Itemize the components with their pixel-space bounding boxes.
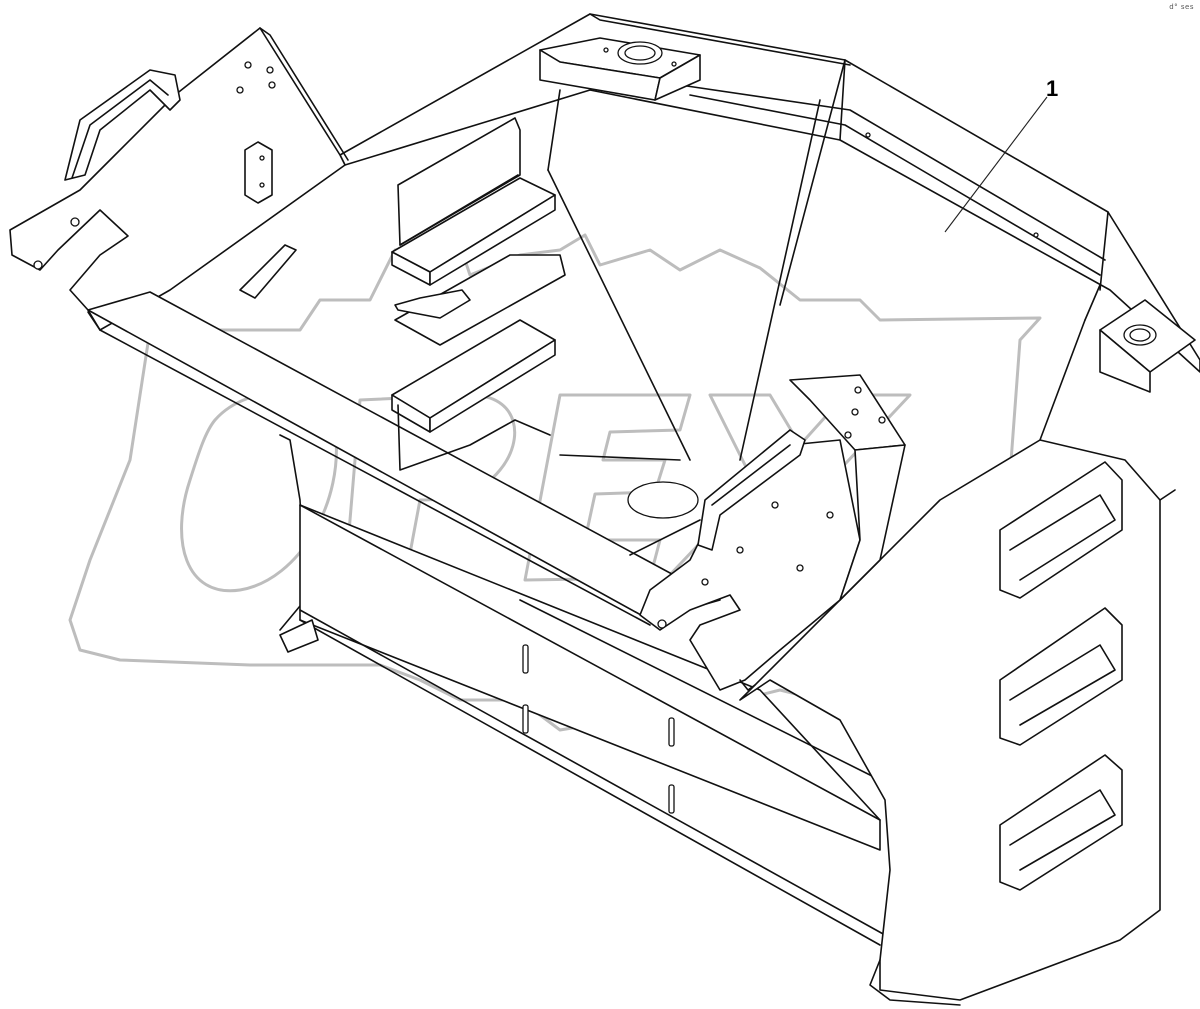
right-step-3 bbox=[999, 754, 1123, 891]
front-lower-beam bbox=[299, 504, 881, 851]
floor-plates bbox=[87, 291, 886, 946]
callout-1: 1 bbox=[944, 76, 1058, 233]
right-side-wall bbox=[739, 439, 1176, 1006]
corner-mark: d° ses bbox=[1169, 3, 1194, 11]
top-mounting-block bbox=[539, 37, 701, 101]
left-wall-plate bbox=[9, 27, 346, 331]
left-wall bbox=[9, 27, 349, 331]
left-handle bbox=[64, 69, 181, 181]
rear-frame bbox=[339, 13, 1200, 461]
front-beam-slots bbox=[522, 644, 675, 814]
callout-1-label: 1 bbox=[1046, 76, 1058, 101]
rear-wall-top bbox=[339, 13, 1200, 373]
right-mounting-block bbox=[1099, 299, 1196, 393]
front-floor-plate bbox=[87, 291, 721, 621]
right-step-1 bbox=[999, 461, 1123, 599]
watermark-letter-p bbox=[343, 393, 517, 582]
callout-1-leader bbox=[944, 96, 1048, 233]
front-upright bbox=[639, 374, 906, 691]
interior-steps bbox=[391, 117, 566, 471]
right-step-2 bbox=[999, 607, 1123, 746]
front-handle bbox=[697, 429, 806, 551]
